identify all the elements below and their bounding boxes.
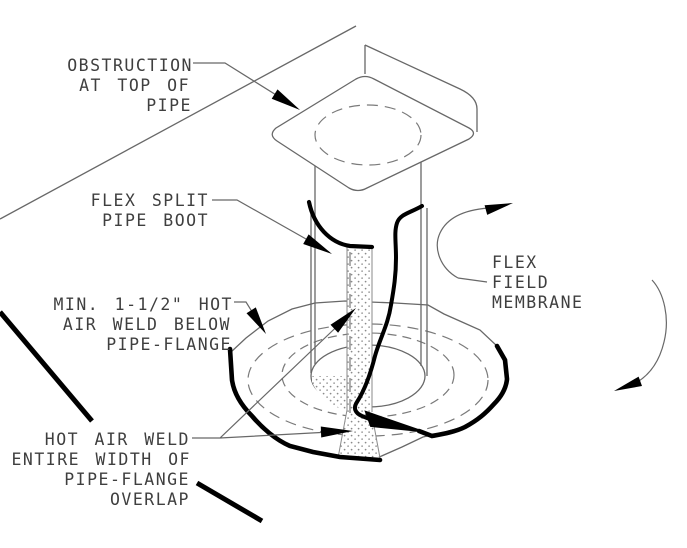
curl-arrow-upper bbox=[436, 207, 489, 279]
leader-flex-split bbox=[212, 199, 330, 253]
membrane-seam-upper-left bbox=[0, 310, 94, 423]
boot-flap-edge bbox=[352, 204, 424, 422]
strip-flare-left bbox=[337, 409, 348, 459]
membrane-edge-left bbox=[227, 346, 383, 463]
membrane-sheet-edges bbox=[0, 25, 357, 524]
boot-top-arc bbox=[306, 199, 375, 250]
inner-dashed-ring bbox=[281, 332, 455, 418]
label-min-weld-line3: PIPE-FLANGE bbox=[106, 335, 232, 354]
label-membrane-line1: FLEX bbox=[492, 253, 538, 272]
split-boot-heavy-edges bbox=[306, 199, 424, 422]
leader-obstruction bbox=[193, 62, 298, 109]
roof-edge-line bbox=[0, 25, 357, 220]
membrane-edge-right bbox=[416, 343, 510, 439]
weld-fillet-wedge bbox=[364, 410, 422, 432]
label-min-weld-line1: MIN. 1-1/2" HOT bbox=[53, 295, 233, 314]
label-membrane-line3: MEMBRANE bbox=[492, 293, 583, 312]
overlap-pocket bbox=[312, 376, 347, 410]
label-obstruction-line3: PIPE bbox=[146, 96, 192, 115]
label-flex-split-line1: FLEX SPLIT bbox=[91, 191, 209, 210]
arrowhead-flex-split bbox=[303, 234, 332, 254]
label-hot-weld-line4: OVERLAP bbox=[110, 490, 190, 509]
arrowhead-min-weld bbox=[246, 307, 266, 334]
curl-arrow-lower bbox=[633, 279, 667, 385]
label-hot-weld-line3: PIPE-FLANGE bbox=[64, 470, 190, 489]
label-obstruction-line2: AT TOP OF bbox=[79, 76, 190, 95]
arrowhead-curl-lower bbox=[614, 376, 642, 391]
plate-top-face bbox=[271, 75, 475, 192]
leaders bbox=[192, 62, 667, 439]
label-flex-split-line2: PIPE BOOT bbox=[102, 211, 209, 230]
membrane-seam-lower-left bbox=[195, 480, 264, 524]
weld-line-dashed-ring bbox=[247, 323, 489, 437]
annotations: OBSTRUCTION AT TOP OF PIPE FLEX SPLIT PI… bbox=[11, 56, 583, 509]
plate-back-flange bbox=[364, 44, 478, 132]
label-min-weld-line2: AIR WELD BELOW bbox=[63, 315, 231, 334]
membrane-cut-edges bbox=[227, 343, 510, 463]
arrowheads bbox=[246, 89, 642, 438]
leader-field-membrane bbox=[457, 277, 488, 283]
arrowhead-weld-bottom bbox=[320, 426, 353, 438]
overlap-strip bbox=[338, 247, 380, 458]
stipple-split-overlap bbox=[312, 247, 381, 459]
leader-hot-air-weld bbox=[192, 313, 351, 439]
pipe-and-boot-edges bbox=[310, 138, 428, 376]
label-hot-weld-line2: ENTIRE WIDTH OF bbox=[11, 450, 191, 469]
arrowhead-weld-strip bbox=[330, 308, 356, 333]
label-obstruction-line1: OBSTRUCTION bbox=[67, 56, 193, 75]
label-membrane-line2: FIELD bbox=[492, 273, 549, 292]
arrowhead-curl-upper bbox=[484, 203, 513, 215]
arrowhead-obstruction bbox=[271, 89, 300, 110]
label-hot-weld-line1: HOT AIR WELD bbox=[45, 430, 190, 449]
pipe-top-hidden-ellipse bbox=[314, 104, 422, 166]
obstruction-plate bbox=[271, 44, 478, 192]
